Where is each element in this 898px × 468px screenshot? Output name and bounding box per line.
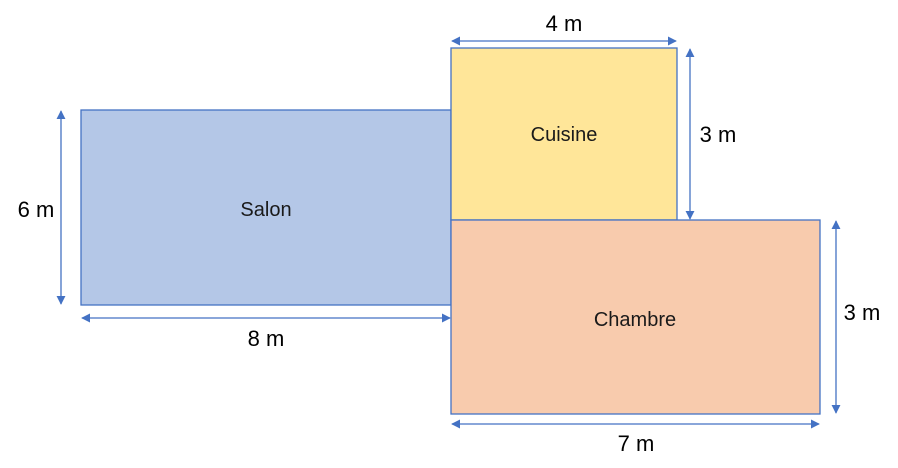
- dim-label-chambre-width: 7 m: [618, 431, 655, 456]
- room-label-salon: Salon: [240, 199, 291, 221]
- room-label-cuisine: Cuisine: [531, 124, 598, 146]
- room-salon: [80, 109, 452, 306]
- room-label-chambre: Chambre: [594, 309, 676, 331]
- dim-label-chambre-height: 3 m: [844, 300, 881, 325]
- room-cuisine: [450, 47, 678, 221]
- room-chambre: [450, 219, 821, 415]
- dim-label-salon-height: 6 m: [18, 197, 55, 222]
- dim-label-cuisine-height: 3 m: [700, 122, 737, 147]
- dim-label-salon-width: 8 m: [248, 326, 285, 351]
- dim-label-cuisine-width: 4 m: [546, 11, 583, 36]
